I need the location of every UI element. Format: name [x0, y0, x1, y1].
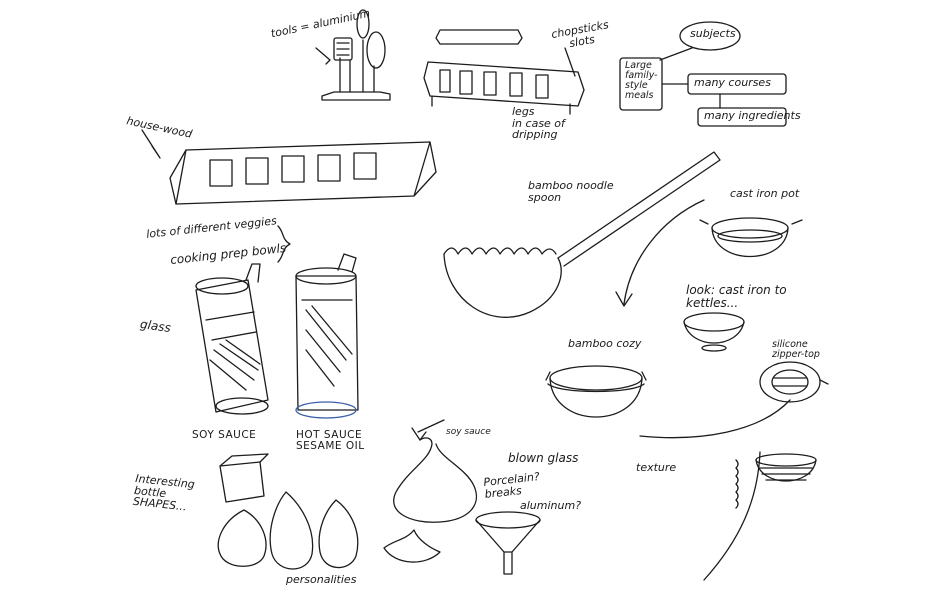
label-legs: legs in case of dripping: [512, 105, 565, 142]
label-personalities: personalities: [286, 573, 357, 586]
hot-sauce-bottle-sketch: [295, 253, 359, 419]
label-cast-iron-kettles: look: cast iron to kettles...: [686, 283, 787, 310]
label-bamboo-spoon: bamboo noodle spoon: [528, 179, 614, 204]
label-large-family: Large family- style meals: [625, 60, 658, 101]
noodle-spoon-sketch: [443, 151, 721, 318]
label-soy-sauce-small: soy sauce: [446, 427, 491, 437]
soy-sauce-bottle-sketch: [195, 263, 269, 415]
cast-iron-pot-sketch: [699, 217, 803, 257]
funnel-sketch: [475, 511, 541, 575]
label-texture: texture: [636, 461, 677, 474]
label-silicone-top: silicone zipper-top: [772, 339, 820, 360]
label-blown-glass: blown glass: [508, 451, 579, 465]
label-hot-sauce: HOT SAUCE SESAME OIL: [296, 429, 365, 453]
blown-glass-bottle-sketch: [393, 419, 478, 523]
label-soy-sauce: SOY SAUCE: [192, 429, 257, 441]
wooden-tray-sketch: [141, 129, 437, 205]
label-many-courses: many courses: [694, 76, 771, 89]
label-bamboo-cozy: bamboo cozy: [568, 337, 642, 350]
small-bottle-sketch: [383, 529, 441, 563]
cozy-bowl-sketch: [545, 365, 647, 418]
label-aluminum: aluminum?: [520, 499, 582, 512]
silicone-top-sketch: [759, 361, 829, 403]
small-bowl-sketch: [683, 312, 745, 352]
tools-stand-sketch: [315, 9, 391, 101]
striped-bowl-sketch: [755, 453, 817, 482]
subjects-mindmap-sketch: [619, 21, 787, 127]
label-bottle-shapes: Interesting bottle SHAPES...: [132, 471, 196, 514]
chopstick-tray-sketch: [423, 47, 585, 115]
chopstick-lid-sketch: [435, 29, 523, 45]
label-many-ingredients: many ingredients: [704, 109, 801, 122]
label-cast-iron-pot: cast iron pot: [730, 187, 800, 200]
label-subjects: subjects: [690, 27, 736, 40]
bottle-shapes-sketch: [217, 453, 359, 570]
